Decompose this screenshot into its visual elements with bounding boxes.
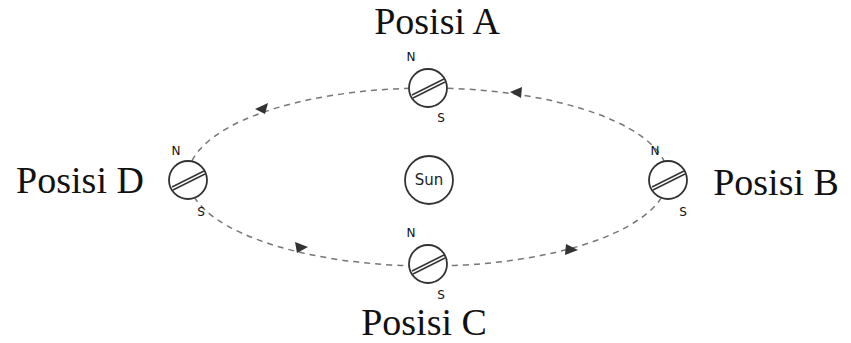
pole-label: N [651, 145, 660, 157]
position-label: Posisi A [374, 2, 500, 40]
earth-symbol [169, 161, 207, 199]
orbit-path [188, 88, 668, 266]
pole-label: S [679, 206, 687, 218]
sun-label: Sun [415, 173, 444, 188]
pole-label: N [407, 227, 416, 239]
earth-symbol [409, 69, 447, 107]
orbit-arrow [255, 103, 268, 114]
pole-label: S [197, 206, 205, 218]
orbit-arrow [565, 244, 578, 255]
orbit-arrow [510, 87, 522, 98]
pole-label: N [172, 145, 181, 157]
pole-label: N [407, 51, 416, 63]
earth-symbol [409, 245, 447, 283]
pole-label: S [437, 112, 445, 124]
pole-label: S [437, 289, 445, 301]
position-label: Posisi B [713, 163, 839, 201]
earth-symbol [649, 161, 687, 199]
sun-circle: Sun [403, 154, 455, 206]
position-label: Posisi D [16, 161, 144, 199]
position-label: Posisi C [361, 303, 487, 341]
orbit-arrow [295, 242, 308, 253]
